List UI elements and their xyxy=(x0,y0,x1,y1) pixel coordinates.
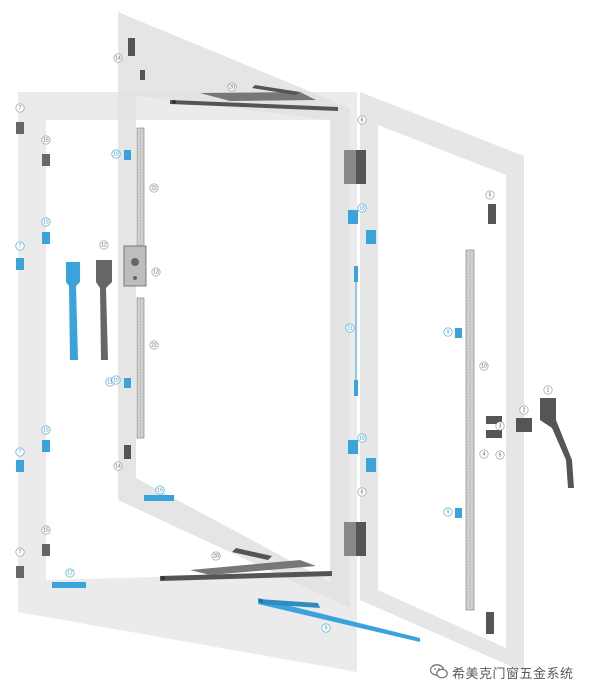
callout-circle-c14b xyxy=(113,461,123,471)
callout-label-c7c: 7 xyxy=(19,449,22,455)
callout-circle-c19a xyxy=(111,149,121,159)
callout-label-c4: 4 xyxy=(483,451,486,457)
callout-circle-c9a xyxy=(443,327,453,337)
friction-stay-top xyxy=(170,85,338,111)
callout-circle-c15c xyxy=(41,425,51,435)
callout-circle-c16 xyxy=(155,485,165,495)
friction-stay-bottom xyxy=(160,548,332,581)
connecting-rod-blue xyxy=(354,266,358,396)
callout-circle-c1 xyxy=(543,385,553,395)
callout-circle-c2 xyxy=(519,405,529,415)
callout-label-c5b: 5 xyxy=(499,452,502,458)
callout-label-c2: 2 xyxy=(523,407,526,413)
lock-strip-upper xyxy=(136,127,145,249)
hinge-bottom xyxy=(344,522,366,556)
callout-label-c20b: 20 xyxy=(213,553,219,559)
callout-label-c18b: 18 xyxy=(359,435,365,441)
callout-circle-c5b xyxy=(495,450,505,460)
callout-circle-c22b xyxy=(149,340,159,350)
opened-sash-frame xyxy=(360,92,524,672)
blue-keeper-17 xyxy=(52,582,86,588)
callout-circle-c4 xyxy=(479,449,489,459)
callout-circle-c13 xyxy=(151,267,161,277)
callout-circle-c7b xyxy=(15,241,25,251)
callout-circle-c19b xyxy=(111,375,121,385)
callout-circle-c12 xyxy=(99,240,109,250)
callout-circle-c20a xyxy=(227,82,237,92)
callout-label-c9a: 9 xyxy=(447,329,450,335)
callout-label-c7d: 7 xyxy=(19,549,22,555)
callout-label-c7b: 7 xyxy=(19,243,22,249)
callout-label-c11: 11 xyxy=(107,379,112,385)
callout-label-c7a: 7 xyxy=(19,105,22,111)
callout-circle-c6a xyxy=(357,115,367,125)
blue-drive-arm xyxy=(258,598,420,642)
callout-label-c21: 21 xyxy=(347,325,353,331)
handle-blue xyxy=(66,262,80,360)
callout-label-c16: 16 xyxy=(157,487,163,493)
small-keepers xyxy=(16,38,532,634)
opened-sash-strip xyxy=(465,249,475,611)
gearbox xyxy=(123,245,147,287)
callout-label-c15d: 15 xyxy=(43,527,49,533)
callout-circle-c9b xyxy=(443,507,453,517)
callout-label-c14a: 14 xyxy=(115,55,121,61)
callout-circle-c18b xyxy=(357,433,367,443)
callout-label-c14b: 14 xyxy=(115,463,121,469)
hinge-top xyxy=(344,150,366,184)
callout-label-c20a: 20 xyxy=(229,84,235,90)
callout-label-c12: 12 xyxy=(101,242,107,248)
callout-label-c6b: 6 xyxy=(361,489,364,495)
callout-label-c3: 3 xyxy=(499,423,502,429)
outer-frame xyxy=(18,92,357,672)
callout-label-c5a: 5 xyxy=(489,192,492,198)
callout-circle-c22a xyxy=(149,183,159,193)
watermark-text: 希美克门窗五金系统 xyxy=(452,667,574,682)
callout-circle-c3 xyxy=(495,421,505,431)
callout-label-c19a: 19 xyxy=(113,151,119,157)
callout-label-c19b: 19 xyxy=(113,377,119,383)
callout-label-c22a: 22 xyxy=(151,185,157,191)
callout-circle-c15a xyxy=(41,135,51,145)
callout-circle-c15b xyxy=(41,217,51,227)
callout-label-c10: 10 xyxy=(481,363,487,369)
callout-label-c13: 13 xyxy=(153,269,159,275)
callout-label-c18a: 18 xyxy=(359,205,365,211)
handle-opened-sash xyxy=(540,398,574,488)
callout-badges: 1234556677778991011121314141515151516171… xyxy=(15,53,553,633)
callout-circle-c7d xyxy=(15,547,25,557)
callout-label-c15a: 15 xyxy=(43,137,49,143)
callout-circle-c20b xyxy=(211,551,221,561)
callout-circle-c21 xyxy=(345,323,355,333)
callout-label-c15b: 15 xyxy=(43,219,49,225)
wechat-icon xyxy=(430,664,448,679)
callout-circle-c10 xyxy=(479,361,489,371)
handle-gray xyxy=(96,260,112,360)
callout-circle-c15d xyxy=(41,525,51,535)
callout-circle-c18a xyxy=(357,203,367,213)
callout-circle-c14a xyxy=(113,53,123,63)
callout-label-c1: 1 xyxy=(547,387,550,393)
callout-circle-c5a xyxy=(485,190,495,200)
callout-circle-c8 xyxy=(321,623,331,633)
callout-circle-c7c xyxy=(15,447,25,457)
blue-keeper-16 xyxy=(144,495,174,501)
callout-label-c6a: 6 xyxy=(361,117,364,123)
callout-label-c9b: 9 xyxy=(447,509,450,515)
callout-label-c8: 8 xyxy=(325,625,328,631)
callout-label-c15c: 15 xyxy=(43,427,49,433)
callout-label-c17: 17 xyxy=(67,570,73,576)
callout-label-c22b: 22 xyxy=(151,342,157,348)
callout-circle-c7a xyxy=(15,103,25,113)
callout-circle-c17 xyxy=(65,568,75,578)
lock-strip-lower xyxy=(136,297,145,439)
callout-circle-c6b xyxy=(357,487,367,497)
